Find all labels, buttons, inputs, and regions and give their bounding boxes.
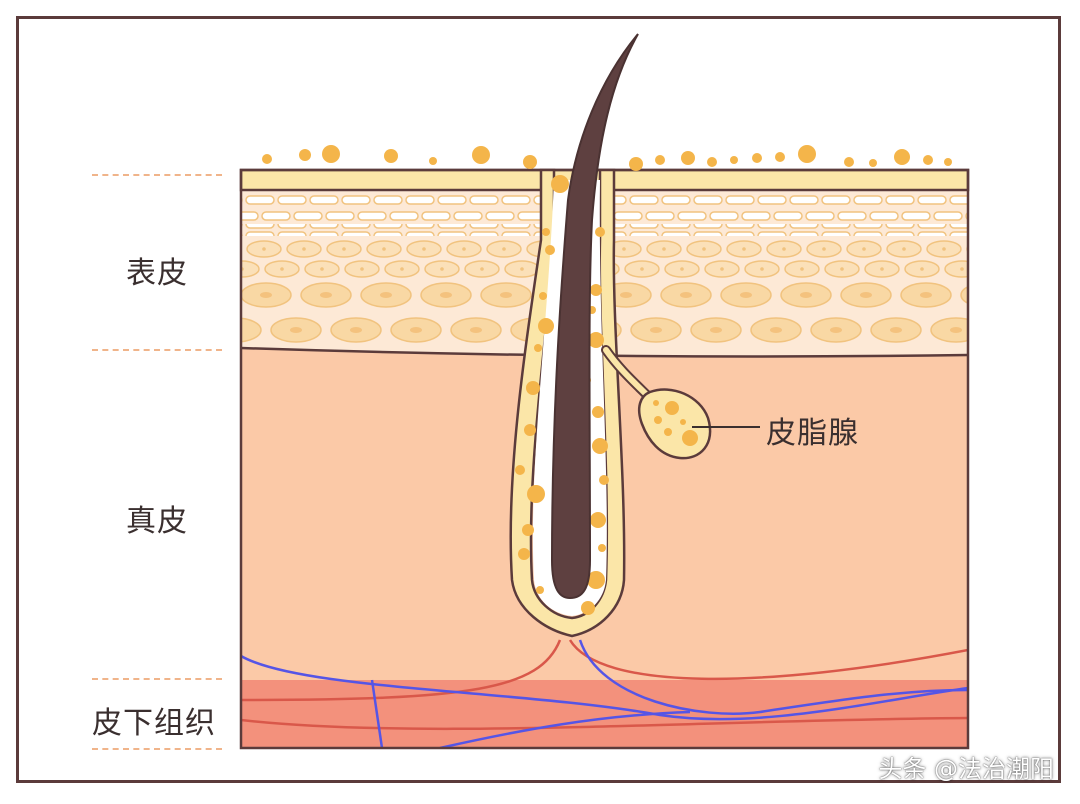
artery [241,639,562,702]
surface-sebum [262,145,952,171]
hair-shaft [550,33,639,600]
epidermis-top-guide [92,174,222,176]
subcutaneous-layer [241,680,968,748]
epidermis-label: 表皮 [126,256,188,291]
subcutaneous-label: 皮下组织 [92,706,216,741]
dermis-label: 真皮 [126,504,188,539]
dermis-bottom-guide [92,678,222,680]
hair-follicle [509,168,626,638]
sebaceous-gland-label: 皮脂腺 [766,416,859,451]
watermark: 头条 @法治潮阳 [878,755,1054,783]
epidermis-bottom-guide [92,349,222,351]
subcutaneous-bottom-guide [92,748,222,750]
